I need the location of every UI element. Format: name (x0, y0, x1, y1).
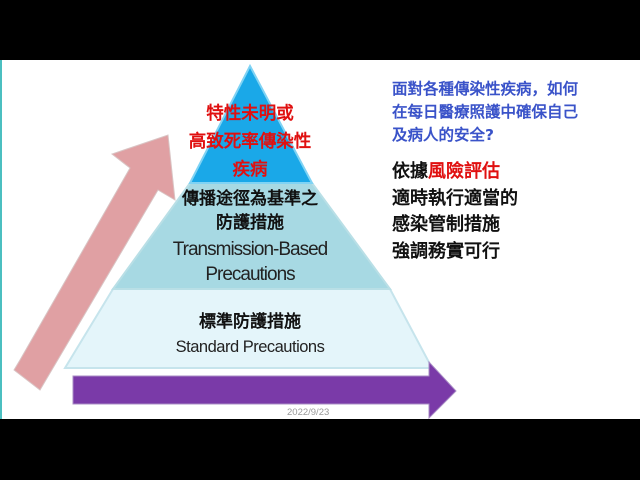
middle-tier-chinese: 傳播途徑為基準之 防護措施 (150, 187, 350, 235)
key-points: 依據風險評估 適時執行適當的 感染管制措施 強調務實可行 (392, 159, 632, 265)
middle-tier-cn-line-1: 傳播途徑為基準之 (182, 189, 318, 209)
right-arrow (72, 360, 457, 419)
question-line-2: 在每日醫療照護中確保自己 (392, 103, 579, 121)
middle-tier-english: Transmission-Based Precautions (130, 237, 370, 287)
middle-tier-cn-line-2: 防護措施 (216, 213, 284, 233)
slide: 特性未明或 高致死率傳染性 疾病 傳播途徑為基準之 防護措施 Transmiss… (0, 60, 640, 419)
question-line-3: 及病人的安全? (392, 126, 494, 144)
point-line-3: 感染管制措施 (392, 214, 500, 235)
risk-assessment-highlight: 風險評估 (428, 161, 500, 182)
top-tier-label: 特性未明或 高致死率傳染性 疾病 (150, 100, 350, 184)
pyramid (63, 63, 434, 369)
top-tier-line-3: 疾病 (232, 160, 268, 180)
up-arrow (13, 134, 176, 391)
slide-date: 2022/9/23 (287, 407, 330, 418)
diagram-graphics (13, 63, 457, 419)
question-text: 面對各種傳染性疾病，如何 在每日醫療照護中確保自己 及病人的安全? (392, 78, 640, 147)
top-tier-line-1: 特性未明或 (206, 104, 294, 124)
bottom-tier-english: Standard Precautions (175, 338, 325, 356)
pyramid-top-tier (188, 63, 314, 184)
question-line-1: 面對各種傳染性疾病，如何 (392, 80, 579, 98)
point-line-2: 適時執行適當的 (392, 187, 518, 209)
point-line-1: 依據風險評估 (392, 159, 632, 186)
middle-tier-en-line-1: Transmission-Based (172, 239, 328, 260)
top-tier-line-2: 高致死率傳染性 (188, 132, 312, 152)
bottom-tier-chinese: 標準防護措施 (199, 312, 301, 332)
slide-left-border (0, 60, 2, 419)
middle-tier-en-line-2: Precautions (205, 264, 295, 285)
point-line-4: 強調務實可行 (392, 240, 500, 262)
point-line-1-prefix: 依據 (392, 161, 428, 182)
